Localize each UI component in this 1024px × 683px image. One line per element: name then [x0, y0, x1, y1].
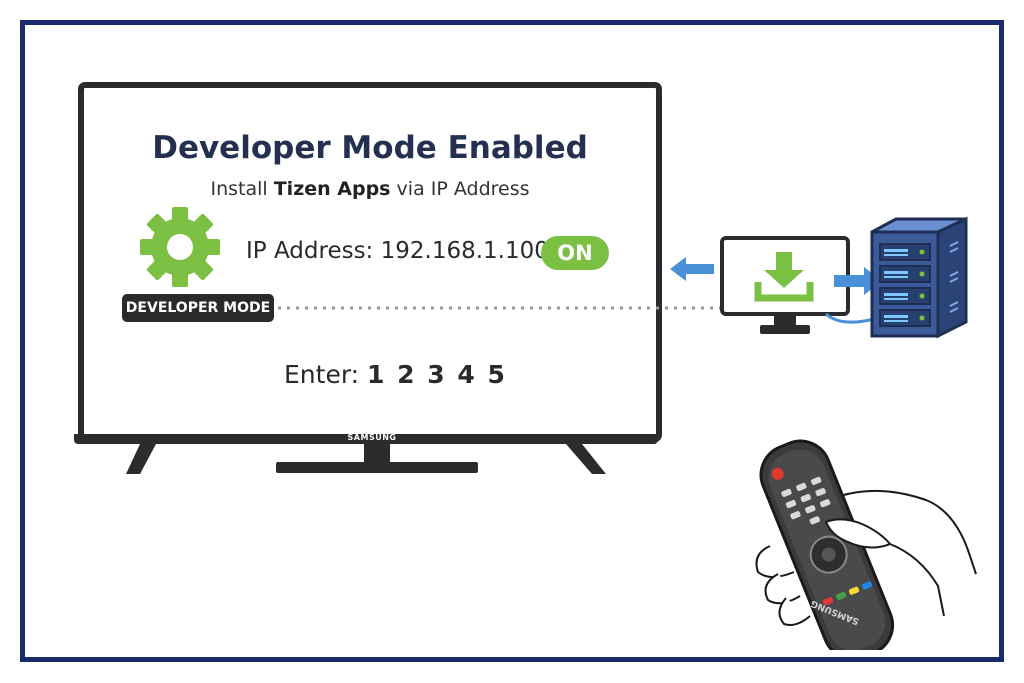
- ip-address-text: IP Address: 192.168.1.100: [246, 238, 549, 264]
- subtitle-suffix: via IP Address: [390, 178, 530, 200]
- server-icon: [870, 216, 968, 339]
- on-badge: ON: [541, 236, 609, 270]
- gear-icon: [140, 207, 220, 287]
- left-arrow-icon: [670, 257, 714, 281]
- remote-control-icon: SAMSUNG: [755, 439, 977, 650]
- screen-title: Developer Mode Enabled: [152, 130, 588, 166]
- tv-brand-label: SAMSUNG: [347, 433, 397, 442]
- subtitle-highlight: Tizen Apps: [273, 178, 391, 200]
- screen-subtitle: Install Tizen Apps via IP Address: [78, 178, 662, 200]
- right-arrow-icon: [834, 267, 882, 295]
- enter-code: 1 2 3 4 5: [367, 360, 507, 389]
- enter-label: Enter:: [284, 360, 368, 389]
- developer-mode-label: DEVELOPER MODE: [122, 294, 274, 322]
- subtitle-prefix: Install: [210, 178, 274, 200]
- tv-bezel: [74, 434, 658, 444]
- enter-code-line: Enter: 1 2 3 4 5: [284, 360, 507, 389]
- download-icon: [754, 252, 814, 302]
